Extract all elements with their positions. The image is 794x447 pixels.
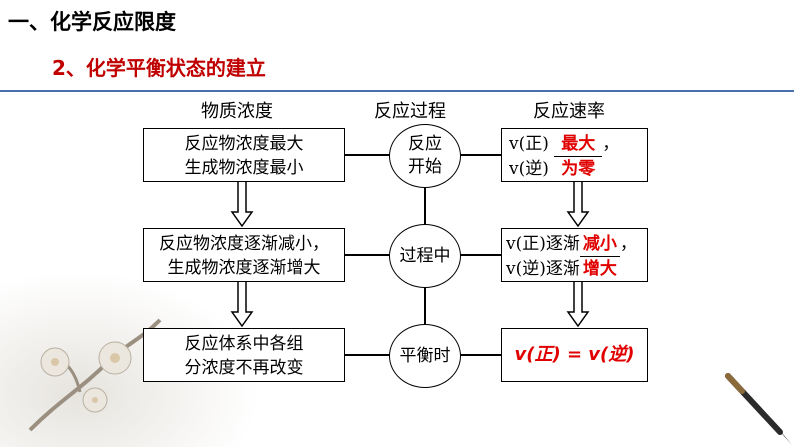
rate-answer: 减小: [579, 232, 620, 257]
concentration-text: 生成物浓度逐渐增大: [167, 258, 321, 278]
process-label: 开始: [408, 157, 442, 177]
rate-answer: 为零: [554, 157, 603, 182]
concentration-text: 反应物浓度最大: [184, 134, 304, 154]
process-node-during: 过程中: [389, 224, 461, 288]
page-subheading: 2、化学平衡状态的建立: [52, 56, 266, 80]
calligraphy-brush-decoration: [725, 373, 792, 445]
rate-box-equilibrium: v(正) = v(逆): [501, 328, 648, 382]
connector-row3-left: [345, 354, 390, 356]
rate-answer: 增大: [579, 257, 620, 282]
arrow-down-icon: [566, 182, 590, 228]
rate-box-start: v(正) 最大， v(逆) 为零: [501, 128, 648, 182]
rate-equation: v(正) = v(逆): [514, 344, 635, 365]
process-node-equilibrium: 平衡时: [389, 324, 461, 388]
column-header-concentration: 物质浓度: [201, 101, 273, 122]
arrow-down-icon: [230, 282, 254, 328]
connector-row1-left: [345, 154, 390, 156]
page-heading: 一、化学反应限度: [8, 10, 176, 34]
heading-rule: [0, 90, 794, 92]
process-label: 平衡时: [399, 345, 451, 366]
rate-text: v(逆)逐渐: [506, 259, 580, 279]
process-label: 过程中: [399, 245, 451, 266]
rate-text: v(正): [509, 134, 549, 154]
concentration-text: 生成物浓度最小: [184, 158, 304, 178]
arrow-down-icon: [230, 182, 254, 228]
process-label: 反应: [408, 134, 442, 154]
connector-row2-left: [345, 254, 390, 256]
rate-text: ，: [602, 134, 620, 154]
column-header-process: 反应过程: [374, 101, 446, 122]
concentration-box-equilibrium: 反应体系中各组 分浓度不再改变: [143, 328, 345, 382]
concentration-text: 分浓度不再改变: [184, 358, 304, 378]
rate-text: v(逆): [509, 159, 549, 179]
concentration-text: 反应物浓度逐渐减小，: [159, 234, 329, 254]
connector-row3-right: [460, 354, 501, 356]
arrow-down-icon: [566, 282, 590, 328]
process-node-start: 反应 开始: [389, 124, 461, 188]
connector-row1-right: [460, 154, 501, 156]
concentration-box-process: 反应物浓度逐渐减小， 生成物浓度逐渐增大: [143, 228, 345, 282]
concentration-text: 反应体系中各组: [184, 334, 304, 354]
rate-text: ，: [619, 234, 637, 254]
connector-row2-right: [460, 254, 501, 256]
rate-answer: 最大: [554, 132, 603, 157]
rate-text: v(正)逐渐: [506, 234, 580, 254]
rate-box-process: v(正)逐渐减小， v(逆)逐渐增大: [501, 228, 648, 282]
column-header-rate: 反应速率: [533, 101, 605, 122]
concentration-box-start: 反应物浓度最大 生成物浓度最小: [143, 128, 345, 182]
plum-blossom-decoration: [28, 318, 162, 432]
